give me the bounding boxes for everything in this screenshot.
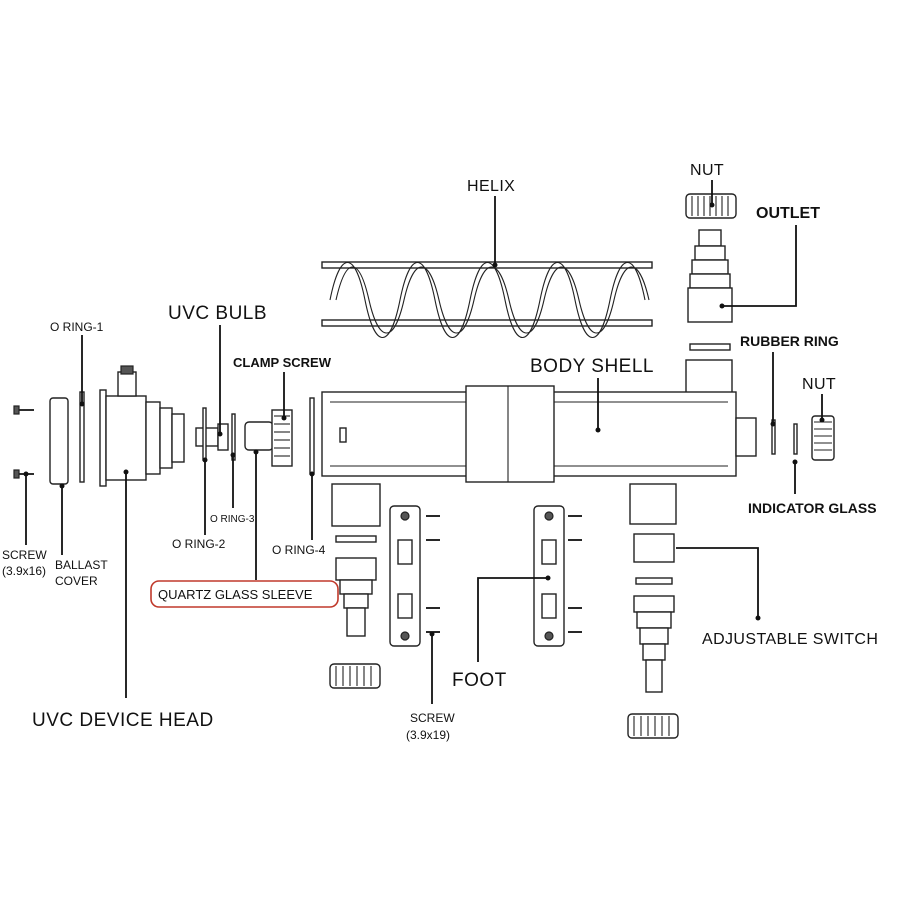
- label-screw-left-2: (3.9x16): [2, 564, 46, 578]
- nut-right-part: [811, 415, 835, 461]
- foot-right-part: [533, 505, 582, 647]
- helix-part: [321, 261, 653, 338]
- label-o-ring-4: O RING-4: [272, 543, 326, 557]
- foot-left-part: [389, 505, 440, 647]
- clamp-screw-part: [271, 409, 293, 467]
- label-screw-bottom-1: SCREW: [410, 711, 455, 725]
- label-nut-right: NUT: [802, 376, 836, 393]
- body-shell-part: [321, 385, 757, 483]
- label-screw-bottom-2: (3.9x19): [406, 728, 450, 742]
- right-stack-part: [627, 483, 679, 739]
- label-clamp-screw: CLAMP SCREW: [233, 355, 332, 370]
- o-ring-2-part: [202, 407, 207, 461]
- uvc-bulb-part: [195, 423, 229, 451]
- label-adjustable-switch: ADJUSTABLE SWITCH: [702, 631, 878, 648]
- leader-lines: [23, 180, 825, 704]
- quartz-sleeve-part: [244, 421, 274, 451]
- label-rubber-ring: RUBBER RING: [740, 333, 839, 349]
- rubber-ring-part: [689, 343, 731, 351]
- ballast-cover-part: [49, 397, 69, 485]
- label-outlet: OUTLET: [756, 205, 820, 222]
- label-uvc-bulb: UVC BULB: [168, 303, 267, 324]
- label-o-ring-1: O RING-1: [50, 320, 104, 334]
- label-screw-left-1: SCREW: [2, 548, 47, 562]
- inlet-stack-part: [329, 483, 381, 689]
- label-quartz-glass-sleeve: QUARTZ GLASS SLEEVE: [158, 587, 313, 602]
- label-indicator-glass: INDICATOR GLASS: [748, 500, 877, 516]
- label-ballast-2: COVER: [55, 574, 98, 588]
- outlet-part: [687, 229, 733, 323]
- label-foot: FOOT: [452, 670, 507, 691]
- o-ring-4-part: [309, 397, 315, 475]
- label-uvc-device-head: UVC DEVICE HEAD: [32, 710, 214, 731]
- quartz-highlight-box: [150, 580, 339, 608]
- screw-left-part: [13, 405, 34, 479]
- label-o-ring-2: O RING-2: [172, 537, 226, 551]
- right-ring-part: [771, 419, 798, 455]
- label-ballast-1: BALLAST: [55, 558, 108, 572]
- top-port-part: [685, 359, 733, 397]
- label-body-shell: BODY SHELL: [530, 356, 654, 377]
- label-helix: HELIX: [467, 178, 515, 195]
- label-o-ring-3: O RING-3: [210, 514, 255, 525]
- device-head-part: [99, 365, 185, 487]
- label-nut-top: NUT: [690, 162, 724, 179]
